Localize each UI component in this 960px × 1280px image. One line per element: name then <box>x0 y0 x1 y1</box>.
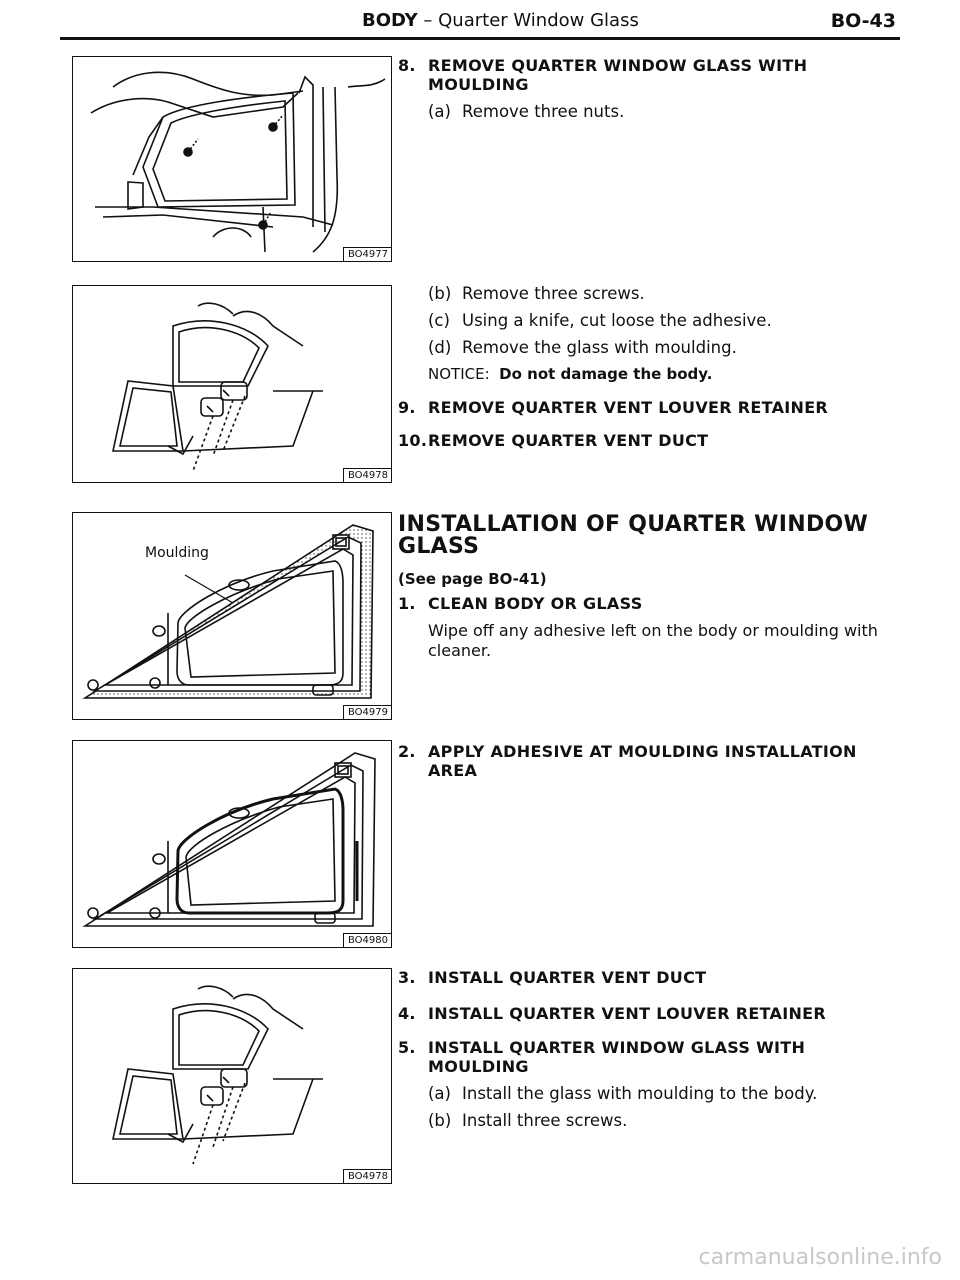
step-number: 8. <box>398 56 416 75</box>
install-step-1: 1. CLEAN BODY OR GLASS Wipe off any adhes… <box>398 594 918 661</box>
step-text: Wipe off any adhesive left on the body o… <box>398 621 918 661</box>
step-title: REMOVE QUARTER VENT LOUVER RETAINER <box>428 398 829 417</box>
step-title-cont: MOULDING <box>428 1057 529 1076</box>
watermark: carmanualsonline.info <box>698 1245 942 1270</box>
substep-tag: (a) <box>428 102 451 121</box>
figure-code: BO4979 <box>342 705 391 719</box>
step-8-continued: (b) Remove three screws. (c) Using a knife… <box>398 276 918 383</box>
page-number: BO-43 <box>830 10 896 32</box>
substep-tag: (d) <box>428 338 452 357</box>
step-title: REMOVE QUARTER WINDOW GLASS WITH <box>428 56 808 75</box>
figure-code: BO4977 <box>342 247 391 261</box>
page-reference: (See page BO-41) <box>398 570 547 588</box>
header-rule <box>60 37 900 40</box>
step-number: 3. <box>398 968 416 987</box>
notice-label: NOTICE: <box>428 365 490 383</box>
header-title: BODY – Quarter Window Glass <box>362 10 639 31</box>
step-title: INSTALL QUARTER VENT DUCT <box>428 968 707 987</box>
section-heading-line1: INSTALLATION OF QUARTER WINDOW <box>398 512 869 537</box>
quarter-window-screws-illustration <box>112 302 323 472</box>
step-title-cont: MOULDING <box>428 75 529 94</box>
step-title: CLEAN BODY OR GLASS <box>428 594 643 613</box>
substep-text: Using a knife, cut loose the adhesive. <box>462 311 772 330</box>
step-number: 10. <box>398 431 428 450</box>
notice-text: Do not damage the body. <box>499 365 713 383</box>
installation-section: INSTALLATION OF QUARTER WINDOW GLASS (Se… <box>398 512 918 589</box>
substep-tag: (a) <box>428 1084 451 1103</box>
step-10: 10.REMOVE QUARTER VENT DUCT <box>398 431 918 450</box>
step-number: 5. <box>398 1038 416 1057</box>
figure-adhesive-application: BO4980 <box>72 740 392 948</box>
figure-moulding: Moulding BO4979 <box>72 512 392 720</box>
figure-install-screws: BO4978 <box>72 968 392 1184</box>
quarter-window-nuts-illustration <box>90 71 386 253</box>
header-dash: – <box>417 10 439 31</box>
header-subject: Quarter Window Glass <box>438 10 639 31</box>
step-text-line2: cleaner. <box>428 641 492 660</box>
step-title-cont: AREA <box>428 761 478 780</box>
substep-text: Install three screws. <box>462 1111 628 1130</box>
figure-code: BO4978 <box>342 468 391 482</box>
install-step-3: 3. INSTALL QUARTER VENT DUCT <box>398 968 918 987</box>
step-title: INSTALL QUARTER VENT LOUVER RETAINER <box>428 1004 827 1023</box>
substep-text: Install the glass with moulding to the b… <box>462 1084 818 1103</box>
page-header: BODY – Quarter Window Glass BO-43 <box>60 4 900 40</box>
figure-code: BO4978 <box>342 1169 391 1183</box>
substep-text: Remove three nuts. <box>462 102 625 121</box>
substep-tag: (b) <box>428 284 452 303</box>
step-number: 4. <box>398 1004 416 1023</box>
substep-tag: (c) <box>428 311 450 330</box>
install-step-2: 2. APPLY ADHESIVE AT MOULDING INSTALLATIO… <box>398 742 918 780</box>
step-text-line1: Wipe off any adhesive left on the body o… <box>428 621 878 640</box>
moulding-illustration <box>82 524 374 699</box>
figure-quarter-window-screws: BO4978 <box>72 285 392 483</box>
step-number: 1. <box>398 594 416 613</box>
header-section: BODY <box>362 10 418 31</box>
step-number: 9. <box>398 398 416 417</box>
moulding-label: Moulding <box>145 545 209 561</box>
substep-text: Remove the glass with moulding. <box>462 338 737 357</box>
figure-code: BO4980 <box>342 933 391 947</box>
step-title: REMOVE QUARTER VENT DUCT <box>428 431 709 450</box>
step-number: 2. <box>398 742 416 761</box>
section-heading-line2: GLASS <box>398 534 480 559</box>
figure-quarter-window-nuts: BO4977 <box>72 56 392 262</box>
step-title: INSTALL QUARTER WINDOW GLASS WITH <box>428 1038 806 1057</box>
install-screws-illustration <box>112 985 323 1165</box>
adhesive-application-illustration <box>82 752 376 927</box>
step-9: 9. REMOVE QUARTER VENT LOUVER RETAINER <box>398 398 918 417</box>
substep-tag: (b) <box>428 1111 452 1130</box>
substep-text: Remove three screws. <box>462 284 645 303</box>
install-step-4: 4. INSTALL QUARTER VENT LOUVER RETAINER <box>398 1004 918 1023</box>
step-title: APPLY ADHESIVE AT MOULDING INSTALLATION <box>428 742 857 761</box>
